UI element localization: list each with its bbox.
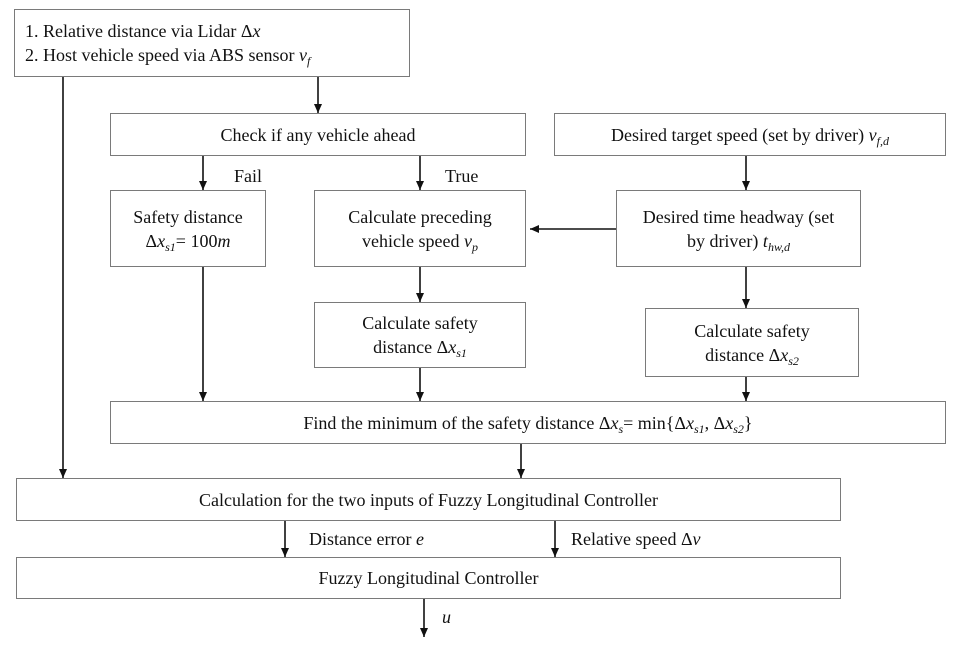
var-x: x (725, 412, 734, 433)
sensor-inputs-box: 1. Relative distance via Lidar Δx 2. Hos… (14, 9, 410, 77)
time-headway-line2: by driver) thw,d (687, 229, 790, 253)
unit-m: m (217, 230, 231, 251)
safety-distance-fixed-box: Safety distance Δxs1= 100m (110, 190, 266, 267)
safety-fixed-line1: Safety distance (133, 206, 243, 227)
find-minimum-safety-distance-box: Find the minimum of the safety distance … (110, 401, 946, 444)
var-x: x (252, 21, 261, 41)
sub-s1: s1 (694, 421, 705, 436)
var-x: x (157, 230, 166, 251)
edge-label-distance-error: Distance error e (309, 528, 424, 550)
time-headway-line1: Desired time headway (set (642, 206, 835, 227)
sub-fd: f,d (876, 133, 889, 148)
desired-target-speed-box: Desired target speed (set by driver) vf,… (554, 113, 946, 156)
sensor-line-abs: 2. Host vehicle speed via ABS sensor vf (25, 43, 310, 67)
calc-preceding-line2: vehicle speed vp (362, 229, 478, 253)
delta-symbol: Δ (145, 230, 158, 251)
check-vehicle-ahead-box: Check if any vehicle ahead (110, 113, 526, 156)
sub-p: p (471, 239, 478, 254)
distance-error-text: Distance error (309, 529, 416, 549)
calc-safety1-line1: Calculate safety (362, 313, 478, 333)
var-v: v (298, 45, 307, 65)
check-vehicle-ahead-text: Check if any vehicle ahead (220, 124, 416, 145)
time-headway-line2-text: by driver) (686, 230, 763, 251)
var-v: v (692, 529, 701, 549)
min-open: = min{Δ (623, 412, 686, 433)
var-v: v (463, 230, 472, 251)
calc-safety2-line2: distance Δxs2 (705, 343, 799, 367)
edge-label-fail: Fail (234, 166, 263, 186)
edge-label-true: True (445, 166, 479, 186)
var-x: x (448, 337, 457, 357)
var-v: v (868, 124, 877, 145)
var-t: t (762, 230, 768, 251)
calc-inputs-text: Calculation for the two inputs of Fuzzy … (199, 489, 658, 510)
calc-safety2-line2-text: distance Δ (705, 344, 781, 365)
calculate-safety-distance-2-box: Calculate safety distance Δxs2 (645, 308, 859, 377)
edge-label-relative-speed: Relative speed Δv (571, 528, 701, 550)
equals-100: = 100 (175, 230, 218, 251)
sensor-line-lidar: 1. Relative distance via Lidar Δx (25, 19, 261, 43)
sensor-line-abs-text: 2. Host vehicle speed via ABS sensor (25, 45, 299, 65)
safety-fixed-line2: Δxs1= 100m (146, 229, 231, 253)
var-x: x (780, 344, 789, 365)
calculate-preceding-speed-box: Calculate preceding vehicle speed vp (314, 190, 526, 267)
calculate-safety-distance-1-box: Calculate safety distance Δxs1 (314, 302, 526, 368)
calc-safety1-line2: distance Δxs1 (373, 335, 467, 359)
min-sep: , Δ (704, 412, 726, 433)
calc-preceding-line1: Calculate preceding (348, 206, 492, 227)
fuzzy-controller-text: Fuzzy Longitudinal Controller (318, 568, 539, 588)
find-min-line: Find the minimum of the safety distance … (303, 411, 752, 435)
calc-safety2-line1: Calculate safety (694, 320, 810, 341)
desired-time-headway-box: Desired time headway (set by driver) thw… (616, 190, 861, 267)
sub-s1: s1 (165, 239, 176, 254)
var-x: x (610, 412, 619, 433)
relative-speed-text: Relative speed Δ (571, 529, 693, 549)
sub-s: s (618, 421, 624, 436)
desired-speed-text: Desired target speed (set by driver) (611, 124, 869, 145)
var-x: x (686, 412, 694, 433)
calculate-two-inputs-box: Calculation for the two inputs of Fuzzy … (16, 478, 841, 521)
sub-hwd: hw,d (767, 239, 791, 254)
sensor-line-lidar-text: 1. Relative distance via Lidar Δ (25, 21, 253, 41)
sub-s1: s1 (456, 346, 467, 360)
desired-speed-line: Desired target speed (set by driver) vf,… (611, 123, 889, 147)
fuzzy-longitudinal-controller-box: Fuzzy Longitudinal Controller (16, 557, 841, 599)
sub-s2: s2 (733, 421, 744, 436)
var-e: e (415, 529, 424, 549)
find-min-text: Find the minimum of the safety distance … (303, 412, 611, 433)
calc-preceding-line2-text: vehicle speed (362, 230, 464, 251)
sub-f: f (306, 54, 311, 68)
calc-safety1-line2-text: distance Δ (373, 337, 449, 357)
min-close: } (743, 412, 753, 433)
sub-s2: s2 (788, 353, 799, 368)
edge-label-output-u: u (442, 607, 451, 627)
